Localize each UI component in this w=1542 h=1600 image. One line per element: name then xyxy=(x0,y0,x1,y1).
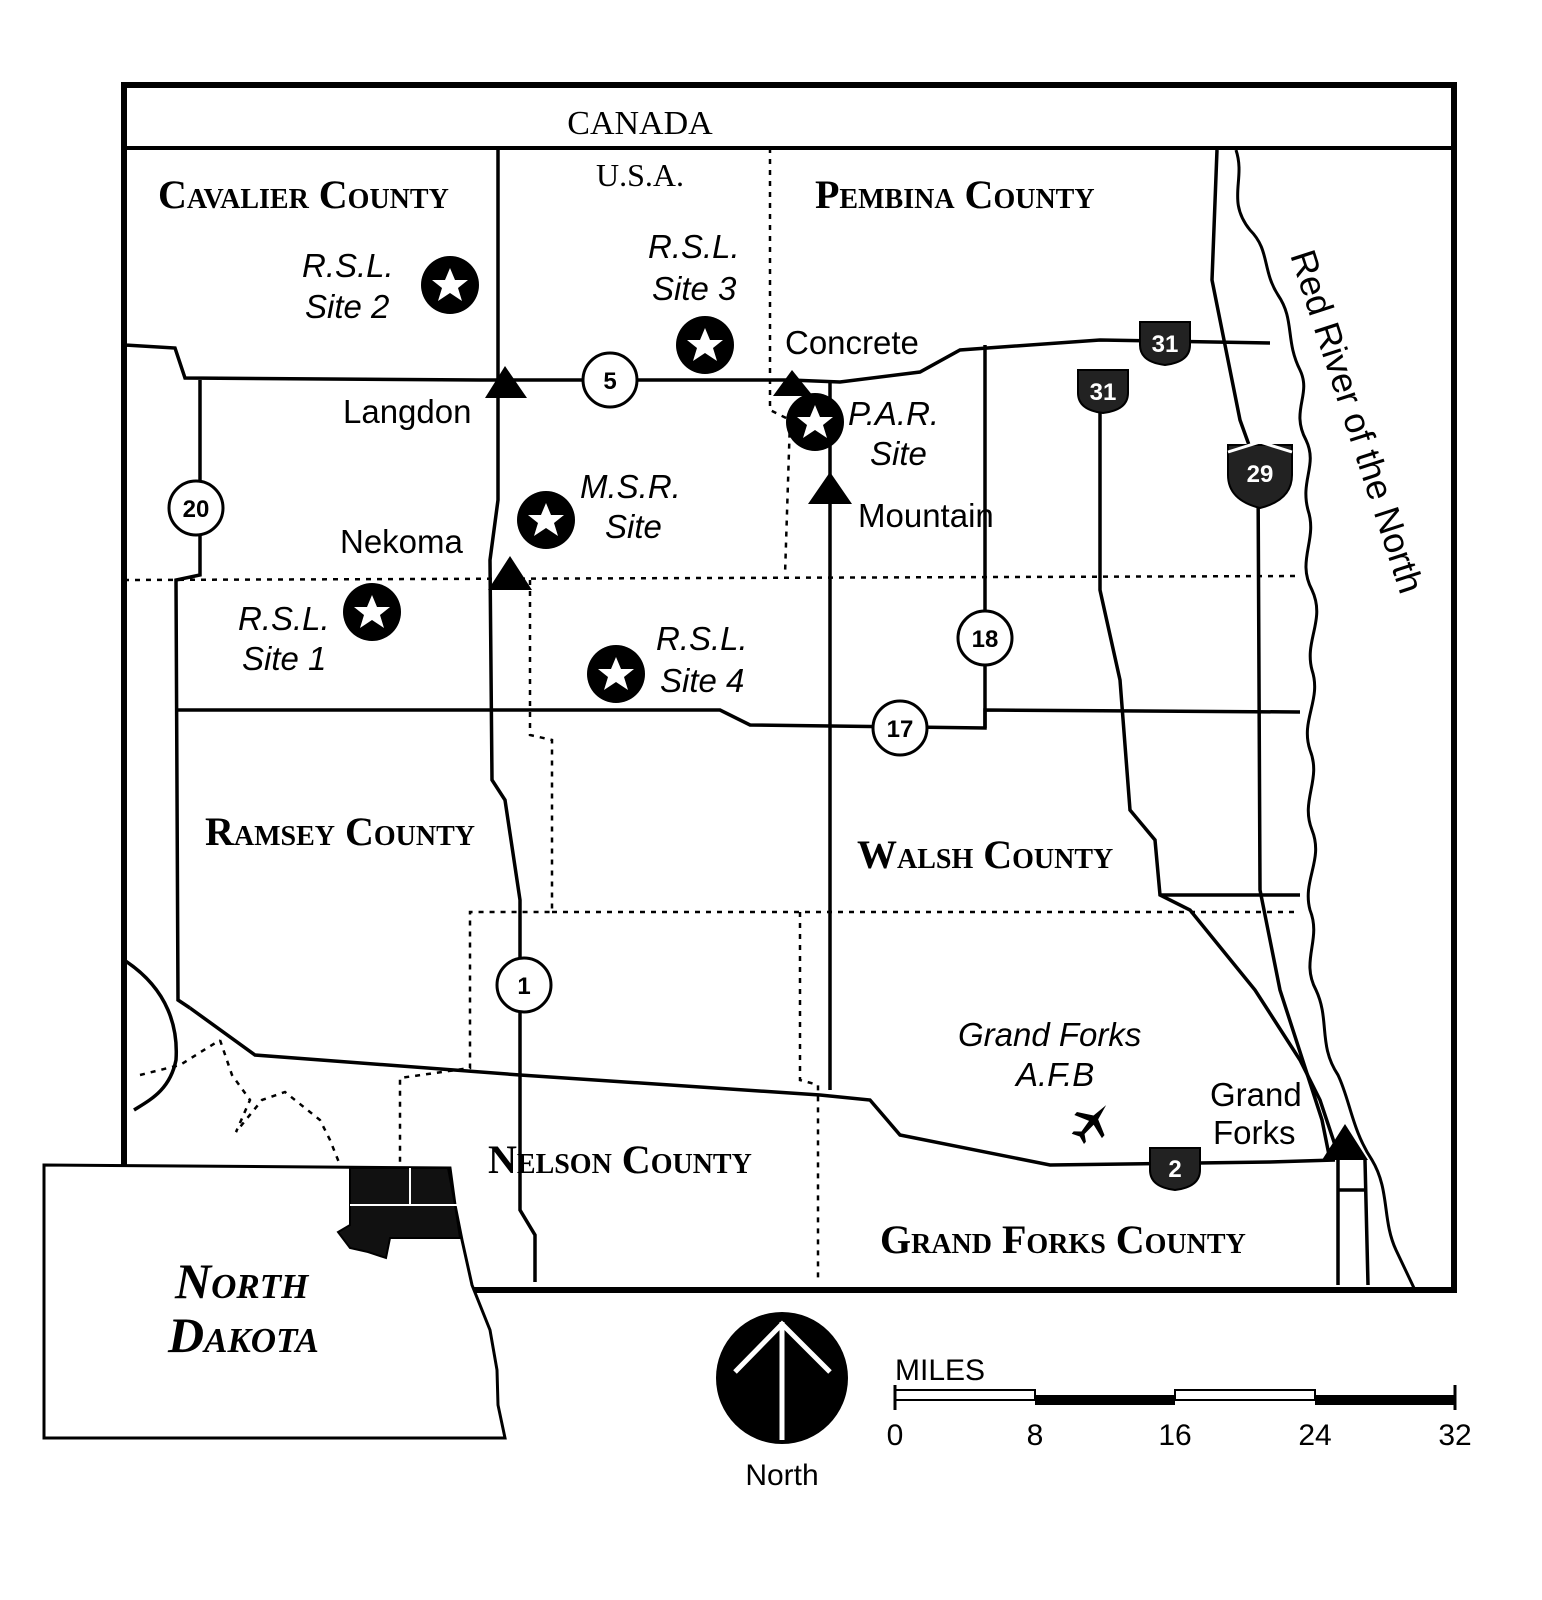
svg-text:2: 2 xyxy=(1168,1156,1181,1183)
town-grand-forks-1: Grand xyxy=(1210,1076,1302,1113)
us-2-shield: 2 xyxy=(1149,1147,1201,1192)
rsl-site-1-marker xyxy=(343,583,401,641)
grand-forks-marker xyxy=(1322,1124,1368,1160)
county-cavalier: Cavalier County xyxy=(158,172,449,217)
svg-text:17: 17 xyxy=(887,716,914,743)
rsl-site-3-label-1: R.S.L. xyxy=(648,228,740,265)
inset-title-line1: North xyxy=(174,1253,310,1309)
hwy-18-shield: 18 xyxy=(956,609,1014,667)
town-concrete: Concrete xyxy=(785,324,919,361)
county-walsh: Walsh County xyxy=(857,832,1113,877)
langdon-marker xyxy=(485,366,527,398)
msr-site-label-2: Site xyxy=(605,508,662,545)
concrete-marker xyxy=(773,370,813,396)
river-label: Red River of the North xyxy=(1282,245,1432,598)
afb-label-1: Grand Forks xyxy=(958,1016,1141,1053)
airplane-icon xyxy=(1071,1105,1107,1144)
usa-label: U.S.A. xyxy=(596,157,684,193)
hwy-1-shield: 1 xyxy=(495,956,553,1014)
rsl-site-1-label-2: Site 1 xyxy=(242,640,326,677)
par-site-label-2: Site xyxy=(870,435,927,472)
svg-text:20: 20 xyxy=(183,496,210,523)
afb-label-2: A.F.B xyxy=(1014,1056,1094,1093)
svg-text:31: 31 xyxy=(1152,331,1179,358)
town-langdon: Langdon xyxy=(343,393,471,430)
scale-tick-24: 24 xyxy=(1298,1419,1331,1452)
hwy-17-shield: 17 xyxy=(871,699,929,757)
county-grand-forks: Grand Forks County xyxy=(880,1217,1246,1262)
county-borders xyxy=(123,148,1301,1282)
north-dakota-inset: North Dakota xyxy=(42,1163,507,1440)
par-site-label-1: P.A.R. xyxy=(848,395,939,432)
town-mountain: Mountain xyxy=(858,497,994,534)
canada-label: CANADA xyxy=(567,105,713,142)
scale-tick-16: 16 xyxy=(1158,1419,1191,1452)
scale-tick-0: 0 xyxy=(887,1419,904,1452)
svg-text:31: 31 xyxy=(1090,379,1117,406)
inset-region xyxy=(336,1167,462,1260)
scale-bar: MILES 0 8 16 24 32 xyxy=(887,1354,1472,1452)
rsl-site-4-marker xyxy=(587,645,645,703)
msr-site-label-1: M.S.R. xyxy=(580,468,681,505)
hwy-5-shield: 5 xyxy=(581,351,639,409)
town-nekoma: Nekoma xyxy=(340,523,464,560)
i-29-shield: 29 xyxy=(1227,440,1293,510)
nekoma-marker xyxy=(488,556,532,590)
scale-tick-8: 8 xyxy=(1027,1419,1044,1452)
rsl-site-3-label-2: Site 3 xyxy=(652,270,737,307)
county-nelson: Nelson County xyxy=(488,1137,752,1182)
svg-text:29: 29 xyxy=(1247,461,1274,488)
rsl-site-2-label-2: Site 2 xyxy=(305,288,389,325)
map-frame xyxy=(121,82,1457,1293)
hwy-20-shield: 20 xyxy=(167,479,225,537)
county-pembina: Pembina County xyxy=(815,172,1095,217)
us-31-shield-a: 31 xyxy=(1139,321,1191,367)
inset-title-line2: Dakota xyxy=(167,1307,319,1363)
svg-text:5: 5 xyxy=(603,368,616,395)
us-31-shield-b: 31 xyxy=(1077,369,1129,415)
rsl-site-1-label-1: R.S.L. xyxy=(238,600,330,637)
town-grand-forks-2: Forks xyxy=(1213,1114,1296,1151)
red-river xyxy=(1234,149,1416,1289)
north-arrow-icon: North xyxy=(716,1312,848,1492)
svg-text:1: 1 xyxy=(517,973,530,1000)
msr-site-marker xyxy=(517,491,575,549)
rsl-site-3-marker xyxy=(676,316,734,374)
scale-title: MILES xyxy=(895,1354,985,1387)
mountain-marker xyxy=(808,472,852,504)
rsl-site-4-label-1: R.S.L. xyxy=(656,620,748,657)
rsl-site-4-label-2: Site 4 xyxy=(660,662,744,699)
north-label: North xyxy=(745,1459,818,1492)
county-ramsey: Ramsey County xyxy=(205,809,475,854)
rsl-site-2-marker xyxy=(421,256,479,314)
rsl-site-2-label-1: R.S.L. xyxy=(302,247,394,284)
svg-text:18: 18 xyxy=(972,626,999,653)
scale-tick-32: 32 xyxy=(1438,1419,1471,1452)
par-site-marker xyxy=(786,393,844,451)
